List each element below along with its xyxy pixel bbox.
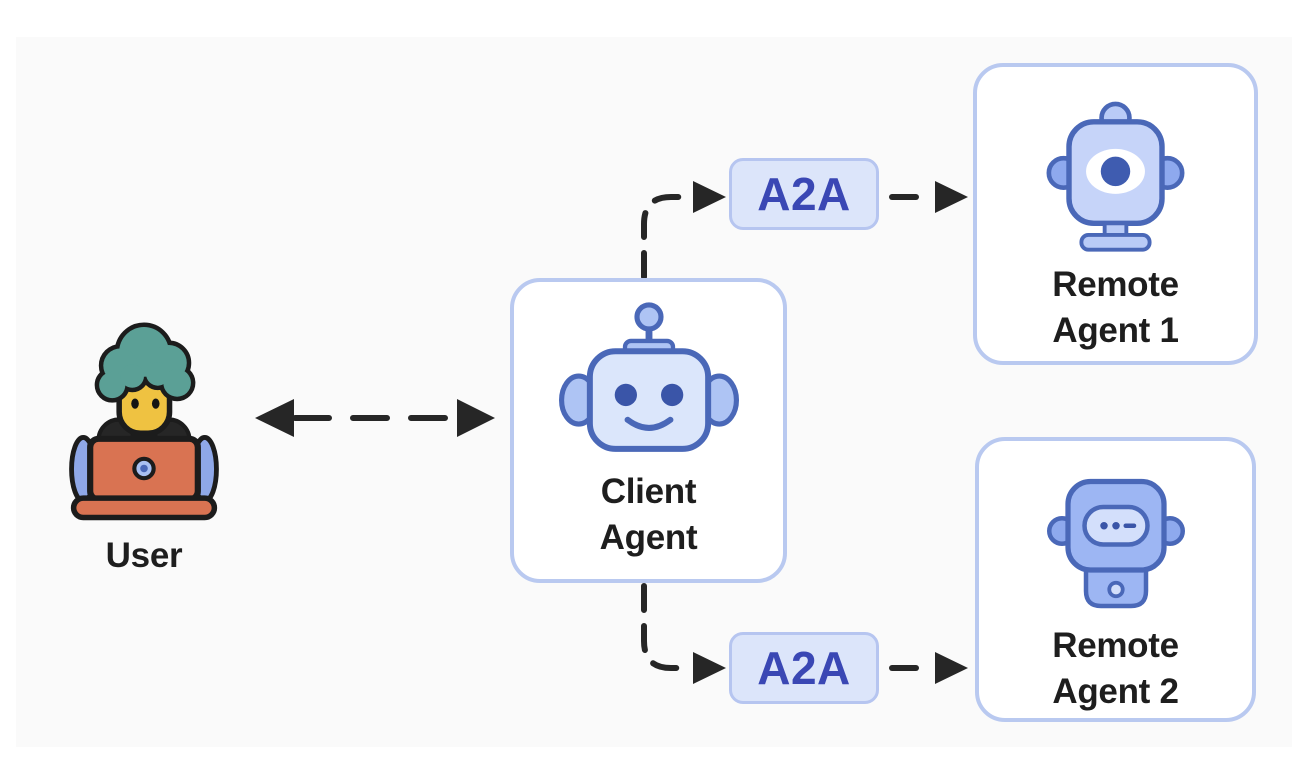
- remote-agent-2-label: Remote Agent 2: [1052, 626, 1179, 712]
- a2a-badge-bottom: A2A: [729, 632, 879, 704]
- remote-agent-1-label: Remote Agent 1: [1052, 265, 1179, 351]
- node-client-agent: Client Agent: [510, 278, 787, 583]
- hair-fill: [99, 327, 191, 399]
- client-agent-label: Client Agent: [599, 472, 698, 558]
- node-remote-agent-1: Remote Agent 1: [973, 63, 1258, 365]
- visor-robot-icon: [1046, 478, 1185, 609]
- user-at-laptop-icon: [69, 322, 219, 521]
- a2a-badge-top: A2A: [729, 158, 879, 230]
- user-label: User: [105, 536, 183, 575]
- client-robot-icon: [558, 302, 739, 452]
- node-user: User: [66, 316, 222, 579]
- cyclops-robot-icon: [1046, 101, 1185, 252]
- node-remote-agent-2: Remote Agent 2: [975, 437, 1256, 722]
